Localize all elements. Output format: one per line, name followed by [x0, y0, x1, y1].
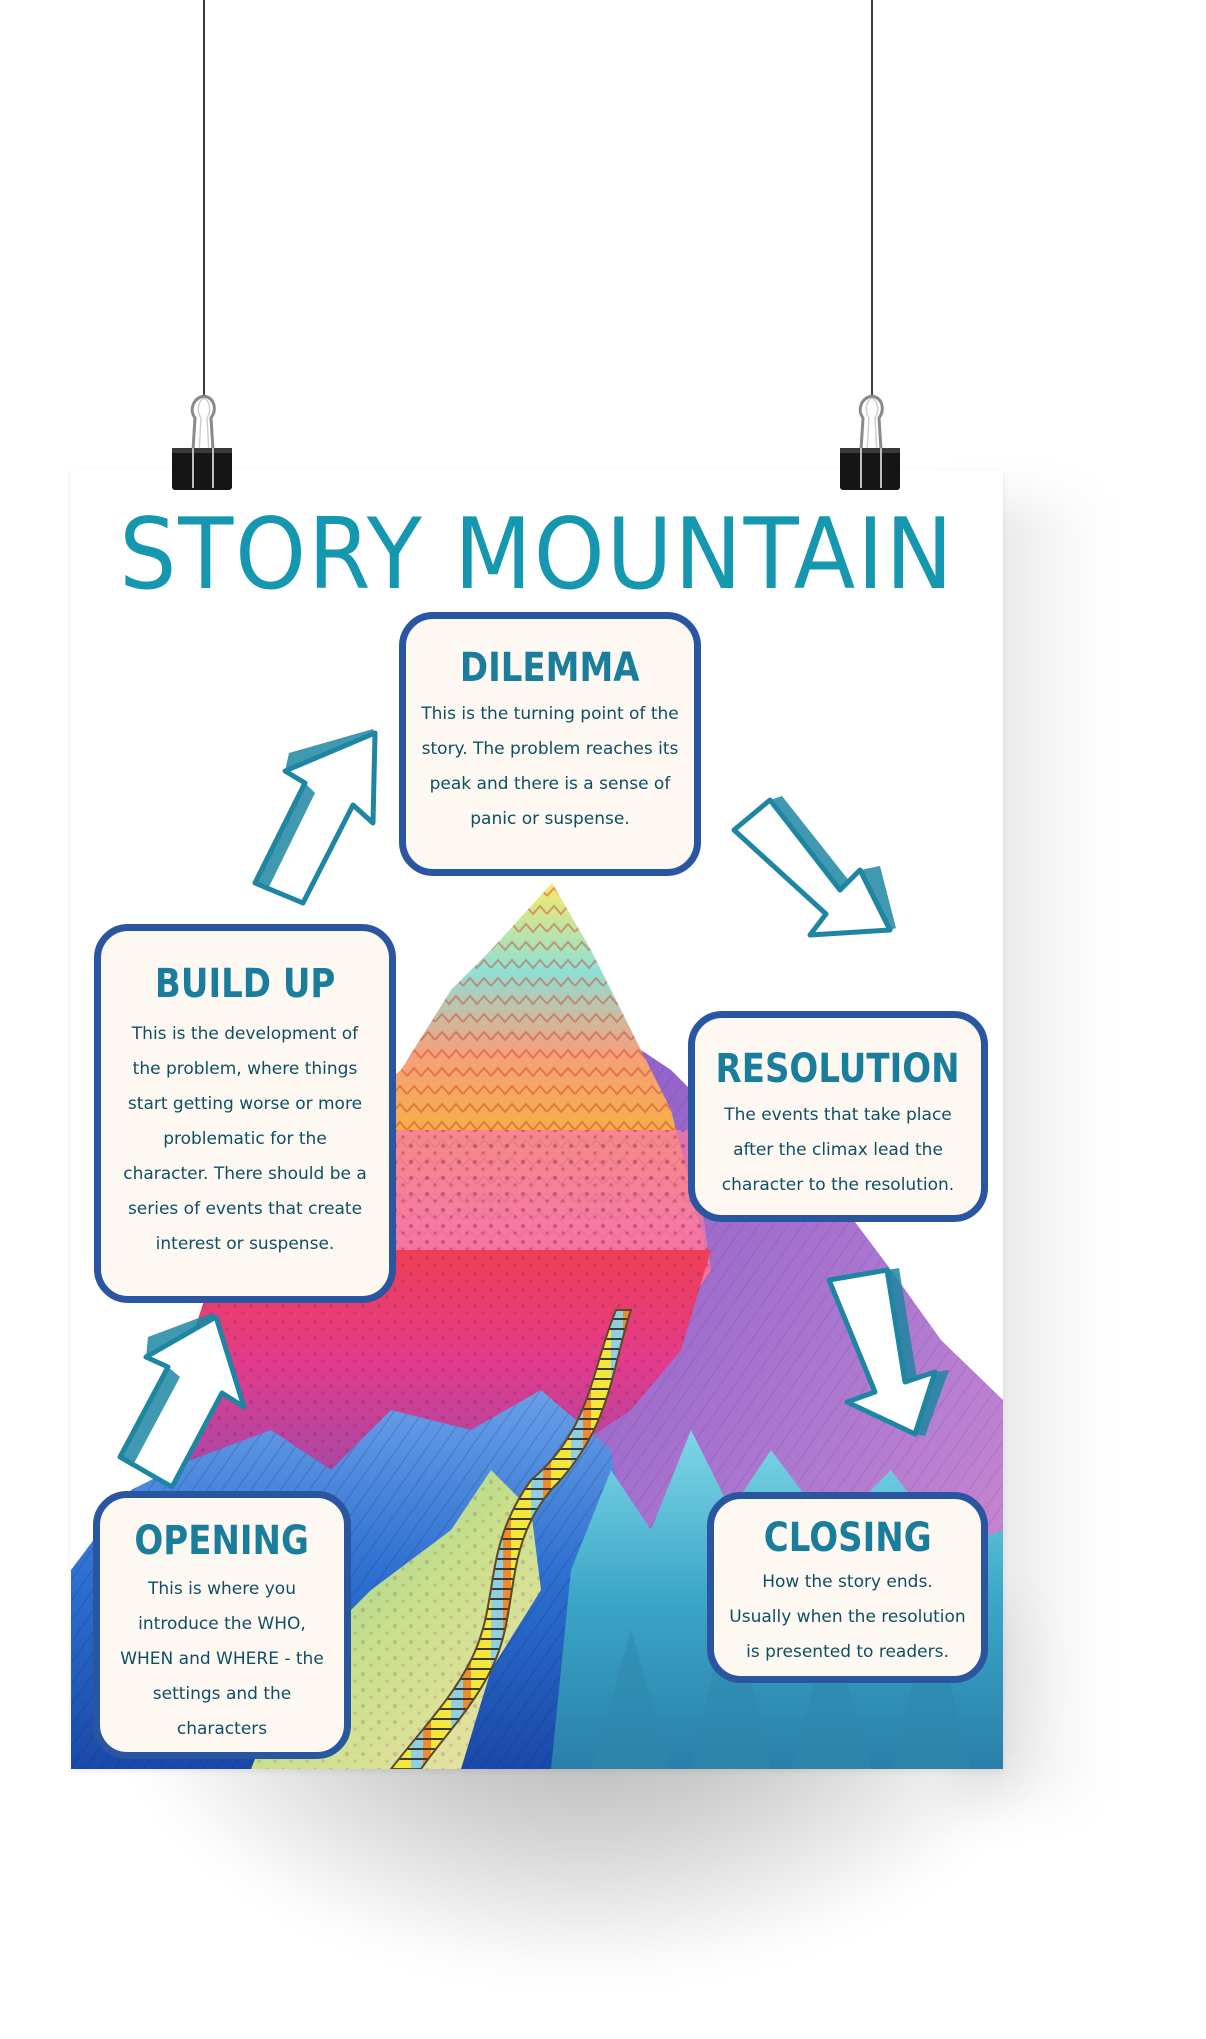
closing-text-line: How the story ends.: [762, 1572, 933, 1592]
dilemma-text-line: panic or suspense.: [470, 809, 630, 829]
resolution-heading: RESOLUTION: [715, 1046, 961, 1092]
dilemma-text-line: story. The problem reaches its: [421, 739, 679, 759]
opening-text-line: introduce the WHO,: [138, 1614, 306, 1634]
build-up-text-line: interest or suspense.: [155, 1234, 335, 1254]
build-up-text-line: start getting worse or more: [127, 1094, 363, 1114]
binder-clip-icon: [840, 394, 900, 490]
opening-heading: OPENING: [134, 1518, 310, 1564]
resolution-text-line: after the climax lead the: [733, 1140, 943, 1160]
opening-card: OPENING This is where you introduce the …: [93, 1491, 351, 1759]
build-up-text-line: the problem, where things: [132, 1059, 358, 1079]
closing-text-line: Usually when the resolution: [729, 1607, 966, 1627]
resolution-text-line: The events that take place: [724, 1105, 952, 1125]
build-up-text-line: series of events that create: [127, 1199, 363, 1219]
arrow-up-right-icon: [117, 1313, 247, 1490]
resolution-text-line: character to the resolution.: [721, 1175, 955, 1195]
closing-heading: CLOSING: [763, 1515, 932, 1561]
closing-text-line: is presented to readers.: [746, 1642, 949, 1662]
dilemma-card: DILEMMA This is the turning point of the…: [399, 612, 701, 876]
opening-text-line: settings and the: [152, 1684, 292, 1704]
build-up-text-line: character. There should be a: [123, 1164, 367, 1184]
opening-text-line: WHEN and WHERE - the: [120, 1649, 324, 1669]
dilemma-text-line: This is the turning point of the: [421, 704, 679, 724]
build-up-text-line: This is the development of: [131, 1024, 359, 1044]
opening-text-line: characters: [176, 1719, 268, 1739]
hanging-string-left: [203, 0, 205, 398]
resolution-card: RESOLUTION The events that take place af…: [688, 1011, 988, 1222]
arrow-down-icon: [826, 1267, 949, 1437]
dilemma-text-line: peak and there is a sense of: [429, 774, 671, 794]
story-mountain-poster: STORY MOUNTAIN DILEMMA This is the turni…: [71, 470, 1003, 1769]
opening-text-line: This is where you: [148, 1579, 296, 1599]
arrow-down-right-icon: [731, 796, 896, 938]
build-up-card: BUILD UP This is the development of the …: [94, 924, 396, 1303]
poster-title: STORY MOUNTAIN: [119, 498, 955, 612]
dilemma-heading: DILEMMA: [460, 645, 640, 691]
build-up-text-line: problematic for the: [163, 1129, 327, 1149]
hanging-string-right: [871, 0, 873, 398]
binder-clip-icon: [172, 394, 232, 490]
build-up-heading: BUILD UP: [154, 961, 336, 1007]
closing-card: CLOSING How the story ends. Usually when…: [707, 1492, 988, 1683]
arrow-up-right-icon: [252, 729, 378, 906]
